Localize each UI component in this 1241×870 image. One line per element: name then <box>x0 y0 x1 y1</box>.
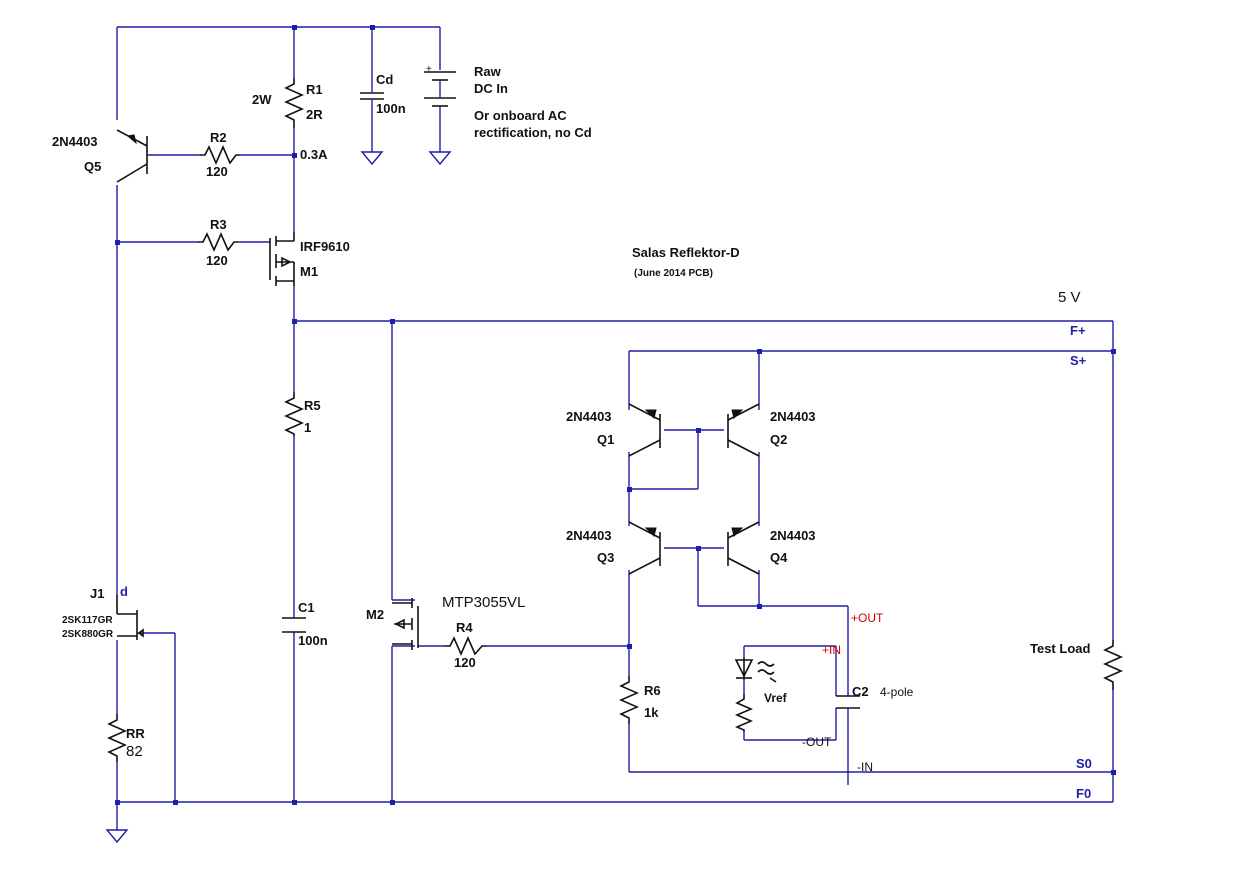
r4-value: 120 <box>454 655 476 670</box>
in-minus-label: -IN <box>857 760 873 774</box>
q5-ref: Q5 <box>84 159 101 174</box>
c2-value: 4-pole <box>880 685 914 699</box>
r3-value: 120 <box>206 253 228 268</box>
rr-ref: RR <box>126 726 145 741</box>
j1-ref: J1 <box>90 586 104 601</box>
jfet-j1 <box>116 595 144 640</box>
junction-dots <box>115 25 1116 805</box>
r6-ref: R6 <box>644 683 661 698</box>
f-plus-label: F+ <box>1070 323 1086 338</box>
r5-value: 1 <box>304 420 311 435</box>
led-vref <box>734 658 777 683</box>
out-minus-label: -OUT <box>802 735 832 749</box>
resistor-r5 <box>284 392 304 436</box>
transistor-q5 <box>116 129 148 183</box>
r2-value: 120 <box>206 164 228 179</box>
q4-part: 2N4403 <box>770 528 816 543</box>
q2-part: 2N4403 <box>770 409 816 424</box>
cd-value: 100n <box>376 101 406 116</box>
q3-ref: Q3 <box>597 550 614 565</box>
wires <box>116 26 1114 830</box>
f-zero-label: F0 <box>1076 786 1091 801</box>
rr-value: 82 <box>126 743 143 760</box>
m1-part: IRF9610 <box>300 239 350 254</box>
q1-ref: Q1 <box>597 432 614 447</box>
capacitor-c1 <box>282 617 306 633</box>
c1-ref: C1 <box>298 600 315 615</box>
r6-value: 1k <box>644 705 659 720</box>
m2-part: MTP3055VL <box>442 594 525 611</box>
test-load-label: Test Load <box>1030 641 1090 656</box>
transistor-q2 <box>727 403 760 457</box>
note-line-1: Or onboard AC <box>474 108 567 123</box>
title-text: Salas Reflektor-D <box>632 245 740 260</box>
capacitor-c2 <box>836 695 860 709</box>
mosfet-m1 <box>269 232 295 286</box>
resistor-vref <box>734 694 754 732</box>
j1-part-1: 2SK117GR <box>62 615 113 626</box>
dc-in-label: DC In <box>474 81 508 96</box>
vref-label: Vref <box>764 691 788 705</box>
ground-symbol-raw <box>428 151 452 166</box>
m2-ref: M2 <box>366 607 384 622</box>
note-line-2: rectification, no Cd <box>474 125 592 140</box>
transistor-q1 <box>628 403 661 457</box>
battery-raw-dc <box>424 71 456 112</box>
j1-pin: d <box>120 584 128 599</box>
subtitle-text: (June 2014 PCB) <box>634 268 713 279</box>
resistor-r1 <box>284 78 304 128</box>
r1-ref: R1 <box>306 82 323 97</box>
q1-part: 2N4403 <box>566 409 612 424</box>
cd-ref: Cd <box>376 72 393 87</box>
mosfet-m2 <box>392 598 419 650</box>
raw-label: Raw <box>474 64 502 79</box>
resistor-rr <box>107 714 127 762</box>
resistor-r2 <box>200 145 240 165</box>
r5-ref: R5 <box>304 398 321 413</box>
transistor-q4 <box>727 521 760 575</box>
labels: Salas Reflektor-D (June 2014 PCB) + Raw … <box>52 64 1092 801</box>
r1-power: 2W <box>252 92 272 107</box>
c2-ref: C2 <box>852 684 869 699</box>
s-plus-label: S+ <box>1070 353 1087 368</box>
s-zero-label: S0 <box>1076 756 1092 771</box>
resistor-r4 <box>444 636 486 656</box>
capacitor-cd <box>360 80 384 106</box>
r3-ref: R3 <box>210 217 227 232</box>
r1-value: 2R <box>306 107 323 122</box>
resistor-test-load <box>1103 640 1123 690</box>
q2-ref: Q2 <box>770 432 787 447</box>
ground-symbol-main <box>105 829 129 844</box>
resistor-r6 <box>619 676 639 724</box>
voltage-label: 5 V <box>1058 289 1081 306</box>
j1-part-2: 2SK880GR <box>62 629 114 640</box>
m1-ref: M1 <box>300 264 318 279</box>
c1-value: 100n <box>298 633 328 648</box>
battery-plus-mark: + <box>426 64 432 75</box>
current-label: 0.3A <box>300 147 328 162</box>
r2-ref: R2 <box>210 130 227 145</box>
resistor-r3 <box>198 232 238 252</box>
out-plus-label: +OUT <box>851 611 884 625</box>
in-plus-label: +IN <box>822 643 841 657</box>
q4-ref: Q4 <box>770 550 788 565</box>
q5-part: 2N4403 <box>52 134 98 149</box>
q3-part: 2N4403 <box>566 528 612 543</box>
ground-symbol-cd <box>360 151 384 166</box>
r4-ref: R4 <box>456 620 473 635</box>
transistor-q3 <box>628 521 661 575</box>
